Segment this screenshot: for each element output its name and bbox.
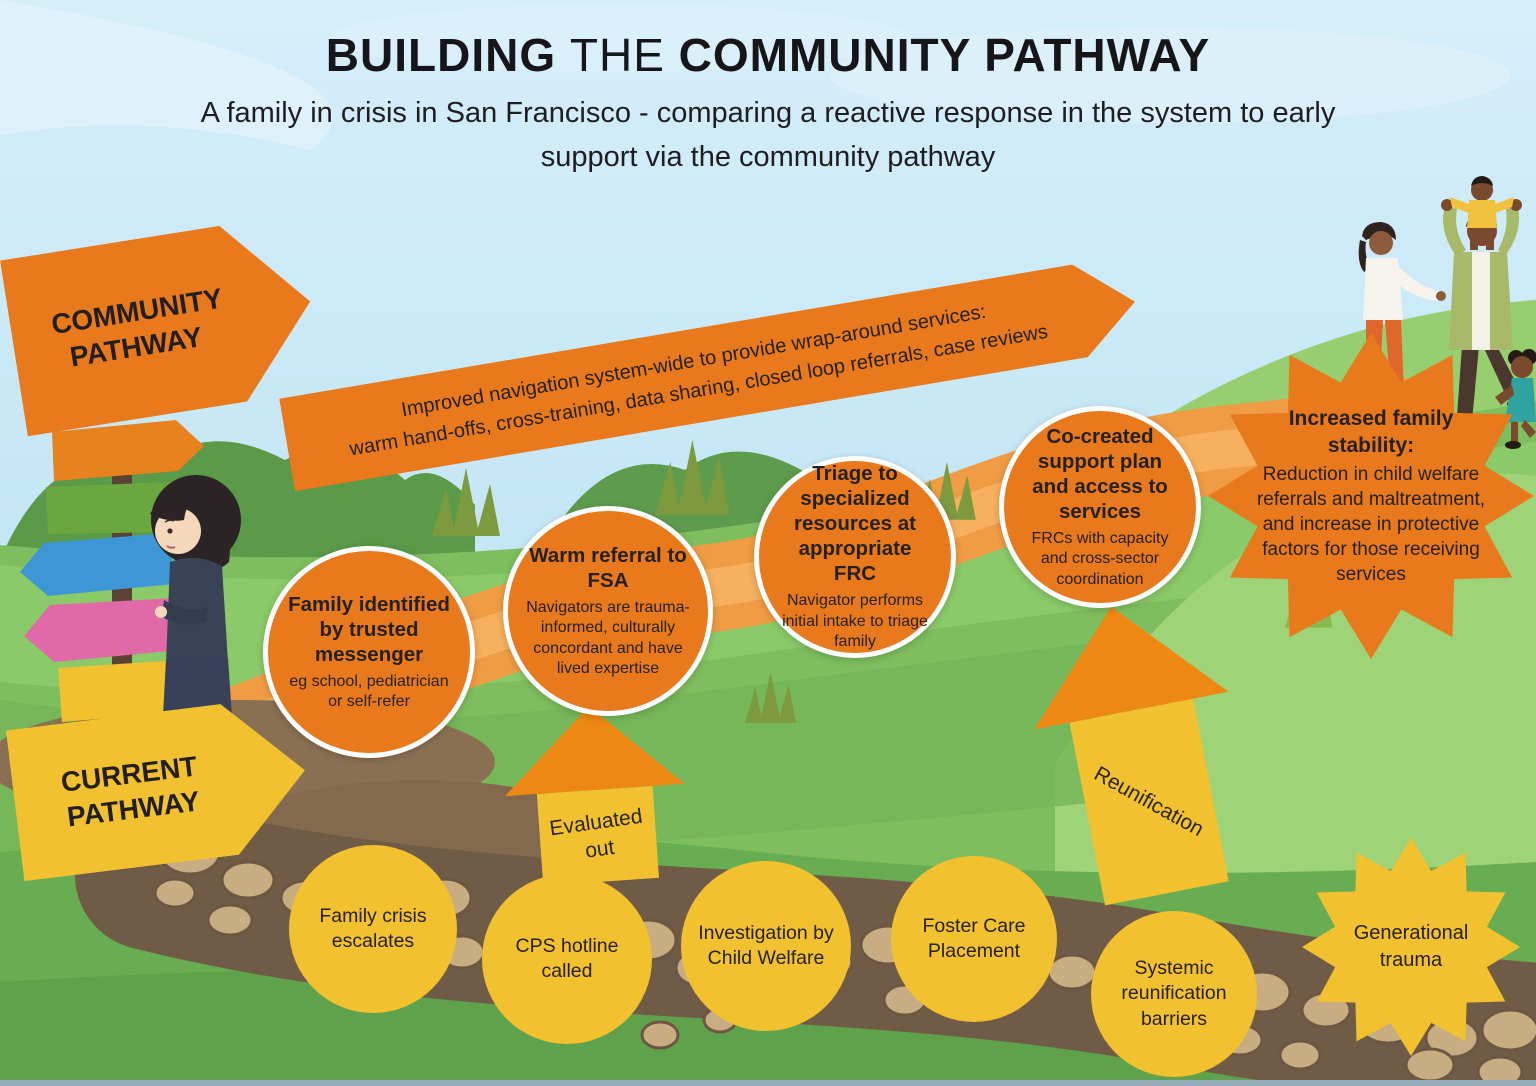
current-step-3: Investigation by Child Welfare [681,861,851,1031]
sign-blue [20,533,174,596]
current-step-2: CPS hotline called [482,874,652,1044]
current-step-4-label: Foster Care Placement [922,914,1026,962]
current-step-1-label: Family crisis escalates [319,904,427,952]
community-step-4-subtitle: FRCs with capacity and cross-sector coor… [1031,529,1169,588]
community-step-3-title: Triage to specialized resources at appro… [794,462,916,586]
bottom-edge [0,1080,1536,1086]
evaluated-out-label: Evaluated out [548,804,644,863]
community-step-1-subtitle: eg school, pediatrician or self-refer [289,672,449,710]
community-pathway-label-text: COMMUNITY PATHWAY [49,282,225,373]
sign-pink [24,598,180,662]
community-outcome-body: Reduction in child welfare referrals and… [1256,463,1486,585]
current-outcome-label: Generational trauma [1353,922,1469,971]
evaluated-out-arrow: Evaluated out [499,700,691,888]
current-step-2-label: CPS hotline called [515,934,619,982]
reunification-shaft: Reunification [1069,698,1229,906]
community-step-2: Warm referral to FSA Navigators are trau… [503,506,713,716]
community-outcome-title: Increased family stability: [1288,407,1454,458]
current-pathway-label-text: CURRENT PATHWAY [59,750,202,833]
header: BUILDING THE COMMUNITY PATHWAY A family … [0,28,1536,179]
current-step-4: Foster Care Placement [891,856,1057,1022]
current-step-1: Family crisis escalates [289,845,457,1013]
community-step-2-subtitle: Navigators are trauma-informed, cultural… [526,598,690,677]
reunification-label: Reunification [1090,762,1208,842]
evaluated-out-shaft: Evaluated out [536,785,659,886]
community-step-4-title: Co-created support plan and access to se… [1032,424,1168,523]
clouds [0,0,1510,150]
current-step-5: Systemic reunification barriers [1091,911,1257,1077]
community-outcome-content: Increased family stability: Reduction in… [1251,405,1491,587]
community-step-4: Co-created support plan and access to se… [999,406,1201,608]
title-bold-1: BUILDING [325,29,557,81]
title-bold-2: COMMUNITY PATHWAY [678,29,1211,81]
sign-orange [52,420,204,481]
title-light: THE [569,29,665,81]
page-subtitle: A family in crisis in San Francisco - co… [200,97,1336,173]
current-step-3-label: Investigation by Child Welfare [698,921,834,969]
current-step-5-label: Systemic reunification barriers [1121,956,1227,1030]
community-step-1-title: Family identified by trusted messenger [288,592,450,666]
page-title: BUILDING THE COMMUNITY PATHWAY [0,28,1536,82]
community-step-3: Triage to specialized resources at appro… [754,456,956,658]
community-step-2-title: Warm referral to FSA [529,543,687,592]
community-step-3-subtitle: Navigator performs initial intake to tri… [782,592,928,651]
community-step-1: Family identified by trusted messenger e… [263,546,475,758]
